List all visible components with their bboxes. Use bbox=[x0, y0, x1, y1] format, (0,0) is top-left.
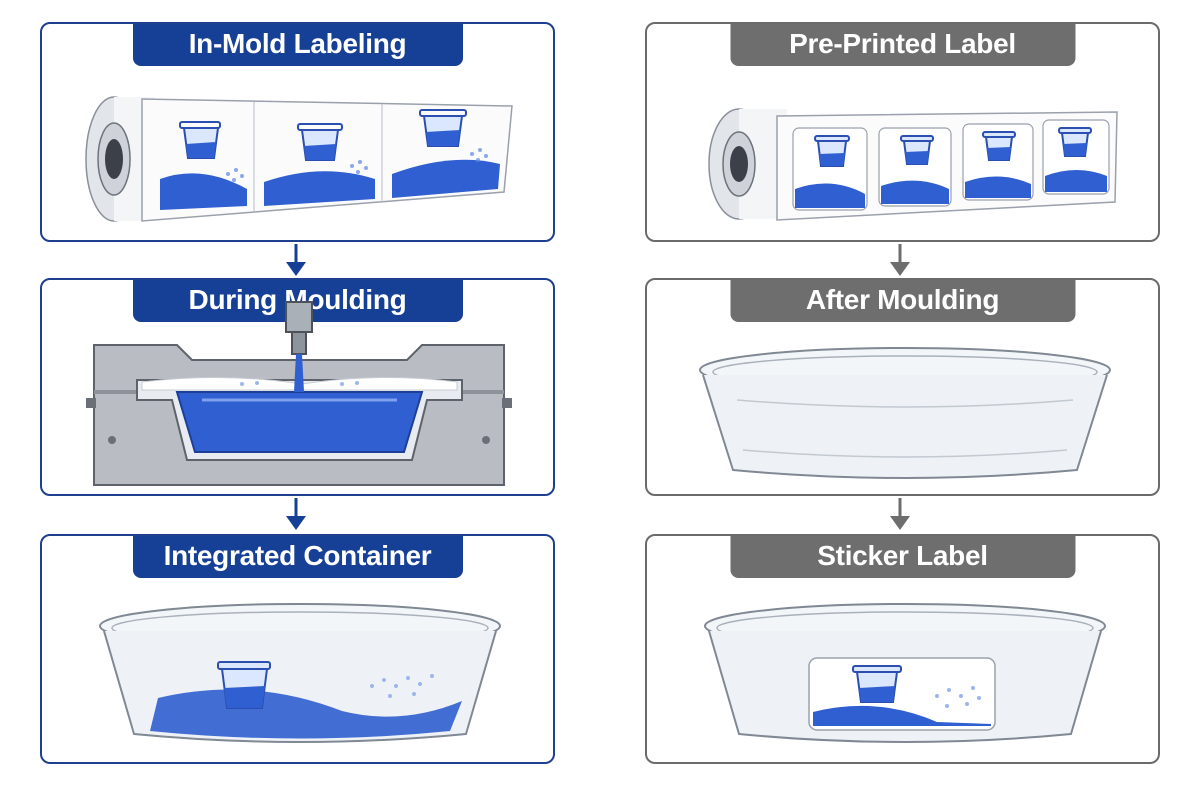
integrated-container-illustration bbox=[99, 603, 501, 743]
arrow-down-icon bbox=[286, 498, 306, 530]
panel-after-moulding: After Moulding bbox=[645, 278, 1160, 496]
panel-sticker-label: Sticker Label bbox=[645, 534, 1160, 764]
panel-during-moulding: During Moulding bbox=[40, 278, 555, 496]
panel-integrated-container: Integrated Container bbox=[40, 534, 555, 764]
title-integrated-container: Integrated Container bbox=[132, 536, 463, 578]
arrow-down-icon bbox=[286, 244, 306, 276]
title-pre-printed-label: Pre-Printed Label bbox=[730, 24, 1075, 66]
clear-container-icon bbox=[699, 347, 1111, 479]
sticker-container-illustration bbox=[704, 603, 1106, 743]
arrow-down-icon bbox=[890, 244, 910, 276]
panel-pre-printed-label: Pre-Printed Label bbox=[645, 22, 1160, 242]
title-sticker-label: Sticker Label bbox=[730, 536, 1075, 578]
panel-in-mold-labeling: In-Mold Labeling bbox=[40, 22, 555, 242]
sticker-roll-illustration bbox=[708, 108, 1118, 221]
arrow-down-icon bbox=[890, 498, 910, 530]
title-in-mold-labeling: In-Mold Labeling bbox=[132, 24, 463, 66]
injection-mold-illustration bbox=[86, 301, 512, 486]
title-after-moulding: After Moulding bbox=[730, 280, 1075, 322]
label-roll-illustration bbox=[85, 96, 513, 222]
